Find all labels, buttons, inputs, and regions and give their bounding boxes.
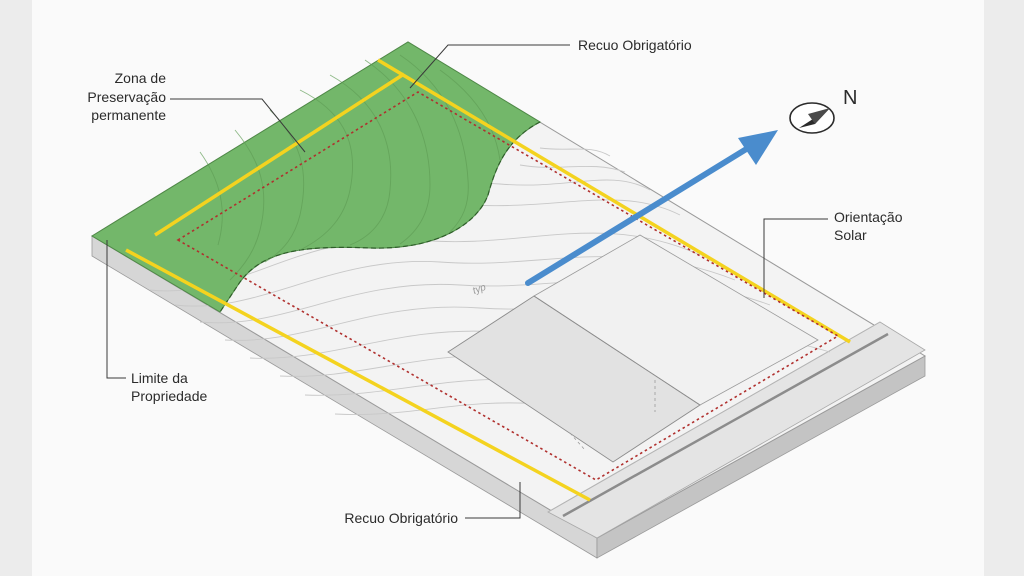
preservation-zone-edge (219, 121, 541, 313)
property-boundary (176, 91, 840, 481)
setback-top-label: Recuo Obrigatório (578, 37, 692, 53)
app-zone-label-1: Zona de (115, 70, 167, 86)
road-edge (547, 321, 881, 513)
app-zone-label-2: Preservação (87, 89, 166, 105)
property-label-2: Propriedade (131, 388, 207, 404)
app-zone-label-3: permanente (91, 107, 166, 123)
preservation-contours (199, 54, 501, 281)
building-footprint (447, 234, 819, 463)
solar-direction-arrow (525, 130, 778, 286)
compass-icon (789, 102, 835, 134)
setback-bottom-label: Recuo Obrigatório (344, 510, 458, 526)
setback-lines (125, 58, 851, 502)
north-label: N (843, 87, 857, 109)
property-label-1: Limite da (131, 370, 188, 386)
solar-label-1: Orientação (834, 209, 903, 225)
leader-lines (106, 44, 828, 519)
road-line (562, 332, 889, 518)
typ-label: typ (471, 282, 488, 297)
solar-label-2: Solar (834, 227, 867, 243)
